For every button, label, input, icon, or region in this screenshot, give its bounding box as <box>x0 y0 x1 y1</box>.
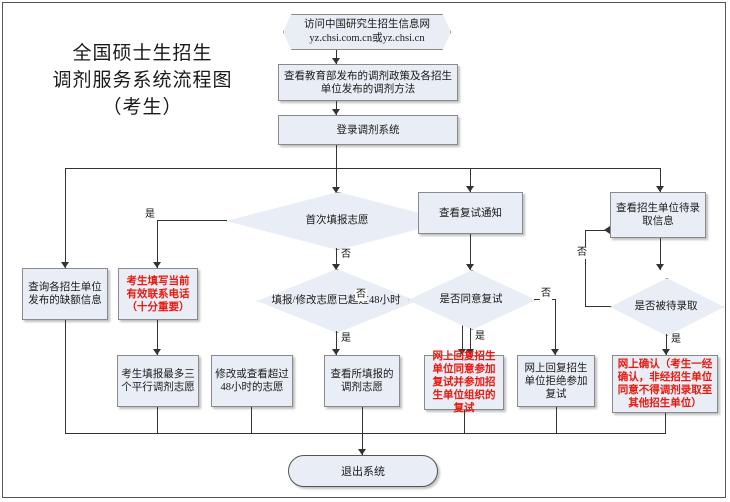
edge-label-admitted-no: 否 <box>576 247 588 259</box>
decision-first-fill-label: 首次填报志愿 <box>305 214 369 226</box>
arrowhead-bus-to-first-fill <box>332 187 340 193</box>
edge-bus-to-admit-info <box>660 168 661 192</box>
edge-bus-to-vacancy <box>65 168 66 268</box>
edge-bus-to-first-fill <box>336 168 337 193</box>
edge-admitted-no-h-top <box>585 230 610 231</box>
edge-reply-refuse-to-bus-bottom <box>556 407 557 433</box>
node-fill-phone[interactable]: 考生填写当前有效联系电话（十分重要） <box>118 268 198 320</box>
arrowhead-over48-yes <box>332 349 340 355</box>
page-border <box>2 2 726 498</box>
edge-policy-to-login <box>336 101 337 115</box>
node-fill-three-choices[interactable]: 考生填报最多三个平行调剂志愿 <box>117 355 199 407</box>
decision-agree-retest[interactable]: 是否同意复试 <box>408 270 536 330</box>
node-reply-refuse-retest[interactable]: 网上回复招生单位拒绝参加复试 <box>517 355 595 407</box>
node-start-line-1: 访问中国研究生招生信息网 <box>304 19 430 30</box>
edge-vacancy-to-bus-bottom <box>65 320 66 433</box>
node-view-retest-notice[interactable]: 查看复试通知 <box>418 192 523 234</box>
node-view-admit-info-label: 查看招生单位待录取信息 <box>616 203 700 227</box>
node-modify-after-48h-label: 修改或查看超过48小时的志愿 <box>215 369 289 393</box>
edge-agree-retest-yes-v <box>470 328 471 355</box>
chart-title-line-1: 全国硕士生招生 <box>72 43 213 64</box>
chart-title-line-3: （考生） <box>102 97 183 118</box>
edge-label-admitted-yes: 是 <box>670 334 682 346</box>
arrowhead-bus-to-retest-notice <box>466 186 474 192</box>
node-login-system[interactable]: 登录调剂系统 <box>278 115 458 145</box>
edge-first-fill-no-v <box>336 248 337 270</box>
edge-confirm-to-bus-bottom <box>665 413 666 433</box>
node-start-visit-website[interactable]: 访问中国研究生招生信息网 yz.chsi.com.cn或yz.chsi.cn <box>283 14 451 50</box>
chart-title-line-2: 调剂服务系统流程图 <box>52 70 233 91</box>
arrowhead-bus-to-vacancy <box>61 262 69 268</box>
edge-first-fill-yes-v <box>157 220 158 268</box>
node-fill-three-choices-label: 考生填报最多三个平行调剂志愿 <box>121 369 195 393</box>
node-view-retest-notice-label: 查看复试通知 <box>439 207 502 219</box>
node-exit-system-label: 退出系统 <box>341 466 385 478</box>
edge-agree-retest-no-v <box>555 299 556 355</box>
arrowhead-agree-retest-no <box>551 349 559 355</box>
arrowhead-bus-to-admit-info <box>656 186 664 192</box>
edge-modify-to-bus-bottom <box>251 407 252 433</box>
edge-label-over48-yes: 是 <box>340 333 352 345</box>
arrowhead-first-fill-no <box>332 264 340 270</box>
node-reply-refuse-retest-label: 网上回复招生单位拒绝参加复试 <box>524 362 588 400</box>
edge-bus-bottom <box>65 433 666 434</box>
node-view-admit-info[interactable]: 查看招生单位待录取信息 <box>610 192 706 238</box>
node-confirm-online[interactable]: 网上确认（考生一经确认，非经招生单位同意不得调剂录取至其他招生单位） <box>612 355 718 413</box>
edge-reply-agree-to-bus-bottom <box>464 410 465 433</box>
edge-admitted-no-v <box>585 230 586 306</box>
node-view-policy[interactable]: 查看教育部发布的调剂政策及各招生单位发布的调剂方法 <box>278 64 458 101</box>
edge-bus-to-retest-notice <box>470 168 471 192</box>
node-check-vacancy-label: 查询各招生单位发布的缺额信息 <box>28 282 102 306</box>
node-view-filled-choices[interactable]: 查看所填报的调剂志愿 <box>324 355 400 407</box>
edge-admitted-no-h-bottom <box>585 306 612 307</box>
decision-admitted[interactable]: 是否被待录取 <box>610 278 724 336</box>
arrowhead-policy-to-login <box>332 109 340 115</box>
chart-title: 全国硕士生招生 调剂服务系统流程图 （考生） <box>20 40 265 121</box>
node-confirm-online-label: 网上确认（考生一经确认，非经招生单位同意不得调剂录取至其他招生单位） <box>617 359 713 409</box>
edge-label-first-fill-no: 否 <box>340 249 352 261</box>
node-fill-phone-label: 考生填写当前有效联系电话（十分重要） <box>126 275 190 313</box>
edge-view-filled-to-bus-bottom <box>362 407 363 433</box>
decision-agree-retest-label: 是否同意复试 <box>439 293 503 305</box>
edge-over48-yes-v <box>336 331 337 355</box>
decision-first-fill[interactable]: 首次填报志愿 <box>226 192 450 250</box>
node-exit-system[interactable]: 退出系统 <box>288 455 438 487</box>
edge-phone-to-fill-three <box>157 320 158 355</box>
node-reply-agree-retest[interactable]: 网上回复招生单位同意参加复试并参加招生单位组织的复试 <box>424 351 504 414</box>
edge-bus-bottom-to-exit <box>362 433 363 455</box>
decision-over-48-hours-label: 填报/修改志愿已超过48小时 <box>271 294 401 306</box>
arrowhead-admitted-yes <box>662 349 670 355</box>
node-login-system-label: 登录调剂系统 <box>336 124 400 136</box>
decision-over-48-hours[interactable]: 填报/修改志愿已超过48小时 <box>257 269 417 333</box>
edge-first-fill-yes-h <box>157 220 227 221</box>
arrowhead-bus-bottom-to-exit <box>358 449 366 455</box>
edge-login-to-bus <box>336 145 337 168</box>
edge-label-over48-no: 否 <box>355 289 367 301</box>
edge-admit-info-to-decision <box>660 238 661 270</box>
arrowhead-start-to-policy <box>332 58 340 64</box>
edge-over48-no-v <box>462 300 463 355</box>
arrowhead-phone-to-fill-three <box>153 349 161 355</box>
arrowhead-admitted-no <box>604 226 610 234</box>
node-reply-agree-retest-label: 网上回复招生单位同意参加复试并参加招生单位组织的复试 <box>432 351 496 414</box>
edge-bus-top <box>65 168 661 169</box>
edge-label-agree-retest-no: 否 <box>540 288 552 300</box>
edge-label-first-fill-yes: 是 <box>144 209 156 221</box>
edge-admitted-yes-v <box>666 334 667 355</box>
arrowhead-admit-info-to-decision <box>656 264 664 270</box>
arrowhead-retest-notice-to-decision <box>466 264 474 270</box>
node-view-policy-label: 查看教育部发布的调剂政策及各招生单位发布的调剂方法 <box>284 70 452 95</box>
node-view-filled-choices-label: 查看所填报的调剂志愿 <box>330 369 394 393</box>
arrowhead-agree-retest-yes <box>466 349 474 355</box>
node-modify-after-48h[interactable]: 修改或查看超过48小时的志愿 <box>211 355 293 407</box>
node-start-line-2: yz.chsi.com.cn或yz.chsi.cn <box>309 33 425 44</box>
edge-label-agree-retest-yes: 是 <box>474 331 486 343</box>
node-check-vacancy[interactable]: 查询各招生单位发布的缺额信息 <box>22 268 108 320</box>
arrowhead-over48-no <box>458 349 466 355</box>
edge-fill-three-to-bus-bottom <box>157 407 158 433</box>
arrowhead-first-fill-yes <box>153 262 161 268</box>
edge-start-to-policy <box>336 50 337 64</box>
decision-admitted-label: 是否被待录取 <box>634 300 698 312</box>
edge-retest-notice-to-decision <box>470 234 471 270</box>
